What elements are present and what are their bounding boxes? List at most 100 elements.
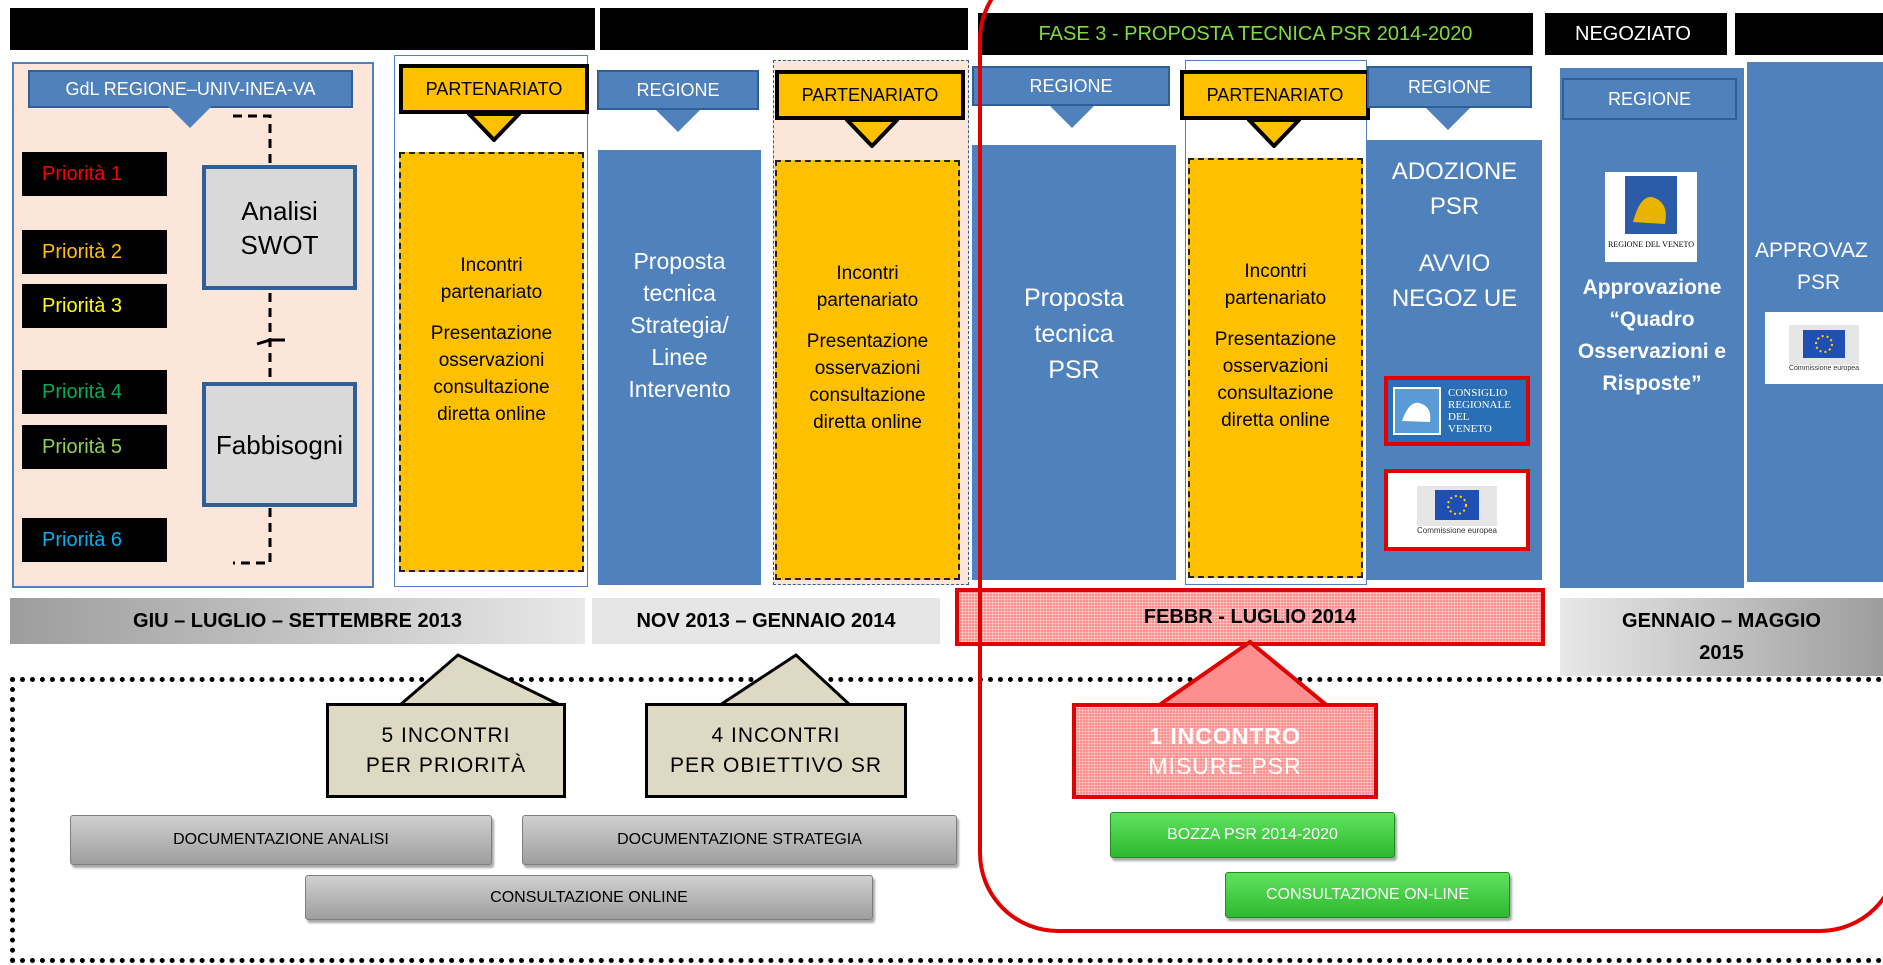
col3-header-label: REGIONE (636, 79, 720, 100)
priority-5-label: Priorità 5 (42, 435, 123, 458)
col7-line2: PSR (1429, 193, 1480, 220)
col6-arrow (1247, 118, 1301, 148)
period-4: GENNAIO – MAGGIO 2015 (1560, 598, 1883, 676)
col8-arrow (1626, 120, 1670, 142)
col2-line6: diretta online (437, 404, 546, 425)
doc-strategia-label: DOCUMENTAZIONE STRATEGIA (617, 831, 862, 848)
priority-3: Priorità 3 (22, 284, 167, 328)
callout-2-line2: PER OBIETTIVO SR (669, 753, 883, 777)
consiglio-text-1: CONSIGLIO (1448, 387, 1508, 399)
fabbisogni-label: Fabbisogni (215, 429, 344, 460)
bottom-dotted-frame (10, 677, 1883, 963)
col2-line3: Presentazione (430, 323, 553, 344)
consiglio-logo: CONSIGLIO REGIONALE DEL VENETO (1384, 376, 1530, 446)
col6-line3: Presentazione (1214, 329, 1337, 350)
col3-header: REGIONE (597, 70, 759, 110)
col7-line4: NEGOZ UE (1391, 285, 1518, 312)
period-4-line1: GENNAIO – MAGGIO (1622, 610, 1821, 632)
doc-analisi-label: DOCUMENTAZIONE ANALISI (173, 831, 389, 848)
col2-panel (394, 55, 588, 587)
col2-line4: osservazioni (438, 350, 545, 371)
period-4-line2: 2015 (1699, 642, 1744, 664)
col3-line5: Intervento (628, 376, 731, 402)
ec-logo-text-col7: Commissione europea (1416, 525, 1498, 535)
col8-text: Approvazione “Quadro Osservazioni e Risp… (1560, 272, 1744, 400)
callout-1-line1: 5 INCONTRI (381, 723, 511, 747)
callout-3-line1: 1 INCONTRO (1149, 723, 1301, 749)
col2-line2: partenariato (440, 282, 543, 303)
gdl-header-label: GdL REGIONE–UNIV-INEA-VA (65, 78, 316, 99)
col7-line3: AVVIO (1418, 250, 1491, 277)
col9-line2: PSR (1797, 271, 1841, 294)
lion-icon (1393, 387, 1441, 435)
callout-3-line2: MISURE PSR (1148, 753, 1302, 779)
col7-header: REGIONE (1367, 66, 1532, 108)
col8-panel (1560, 68, 1744, 588)
consiglio-text-4: VENETO (1448, 423, 1492, 435)
ec-logo-col9: Commissione europea (1765, 312, 1883, 384)
regione-veneto-text: REGIONE DEL VENETO (1607, 240, 1695, 249)
col8-line3: Osservazioni e (1577, 340, 1727, 363)
fase3-highlight-frame (978, 0, 1883, 933)
top-bar-1 (10, 8, 595, 50)
col6-line5: consultazione (1217, 383, 1334, 404)
period-1: GIU – LUGLIO – SETTEMBRE 2013 (10, 598, 585, 644)
col3-line3: Strategia/ (630, 312, 729, 338)
col9-line1: APPROVAZ (1755, 239, 1868, 262)
col4-line2: partenariato (816, 290, 919, 311)
ec-logo-col7: Commissione europea (1384, 469, 1530, 551)
col3-line4: Linee (651, 344, 708, 370)
col8-header: REGIONE (1562, 78, 1737, 120)
swot-line1: Analisi (241, 195, 318, 226)
priority-4-label: Priorità 4 (42, 380, 123, 403)
fase3-title: FASE 3 - PROPOSTA TECNICA PSR 2014-2020 (1038, 22, 1473, 45)
negoziato-title: NEGOZIATO (1575, 22, 1691, 45)
priority-6: Priorità 6 (22, 518, 167, 562)
priority-4: Priorità 4 (22, 370, 167, 414)
top-bar-2 (600, 8, 968, 50)
period-3-label: FEBBR - LUGLIO 2014 (1143, 605, 1357, 628)
col4-line4: osservazioni (814, 358, 921, 379)
consultazione-label: CONSULTAZIONE ONLINE (490, 888, 688, 906)
doc-analisi-pill: DOCUMENTAZIONE ANALISI (70, 815, 492, 865)
col6-line1: Incontri (1244, 261, 1307, 282)
col2-doc: Incontri partenariato Presentazione osse… (399, 152, 584, 572)
col5-line1: Proposta (1023, 284, 1125, 312)
col8-line1: Approvazione (1582, 276, 1722, 299)
callout-obiettivo: 4 INCONTRI PER OBIETTIVO SR (645, 703, 907, 798)
consiglio-text-2: REGIONALE (1448, 399, 1511, 411)
negoziato-bar: NEGOZIATO (1545, 13, 1727, 55)
col2-line5: consultazione (433, 377, 550, 398)
col5-header-label: REGIONE (1029, 75, 1113, 96)
priority-5: Priorità 5 (22, 425, 167, 469)
gdl-arrow (168, 106, 212, 128)
col3-line2: tecnica (643, 280, 716, 306)
doc-strategia-pill: DOCUMENTAZIONE STRATEGIA (522, 815, 957, 865)
col5-header: REGIONE (972, 66, 1170, 106)
consultazione-online-pill: CONSULTAZIONE ON-LINE (1225, 872, 1510, 918)
col8-line4: Risposte” (1602, 372, 1702, 395)
priority-3-label: Priorità 3 (42, 294, 123, 317)
col4-arrow (845, 118, 899, 148)
lion-crest-icon (1625, 176, 1677, 234)
col3-arrow (656, 110, 700, 132)
consiglio-text-3: DEL (1448, 411, 1470, 423)
callout-2-line1: 4 INCONTRI (711, 723, 841, 747)
col6-panel (1185, 60, 1367, 585)
col6-header-label: PARTENARIATO (1206, 84, 1344, 105)
col6-doc: Incontri partenariato Presentazione osse… (1188, 158, 1363, 578)
col3-doc: Proposta tecnica Strategia/ Linee Interv… (598, 150, 761, 585)
col5-doc: Proposta tecnica PSR (972, 145, 1176, 580)
col6-line6: diretta online (1221, 410, 1330, 431)
col4-doc: Incontri partenariato Presentazione osse… (775, 160, 960, 580)
bozza-label: BOZZA PSR 2014-2020 (1167, 826, 1338, 843)
consultazione-pill: CONSULTAZIONE ONLINE (305, 875, 873, 920)
consultazione-online-label: CONSULTAZIONE ON-LINE (1266, 886, 1469, 903)
col2-header-label: PARTENARIATO (425, 78, 563, 99)
eu-flag-icon-2 (1789, 324, 1859, 365)
col2-arrow (467, 112, 521, 142)
col3-line1: Proposta (633, 248, 726, 274)
col4-line5: consultazione (809, 385, 926, 406)
callout-priorita: 5 INCONTRI PER PRIORITÀ (326, 703, 566, 798)
bozza-pill: BOZZA PSR 2014-2020 (1110, 812, 1395, 858)
